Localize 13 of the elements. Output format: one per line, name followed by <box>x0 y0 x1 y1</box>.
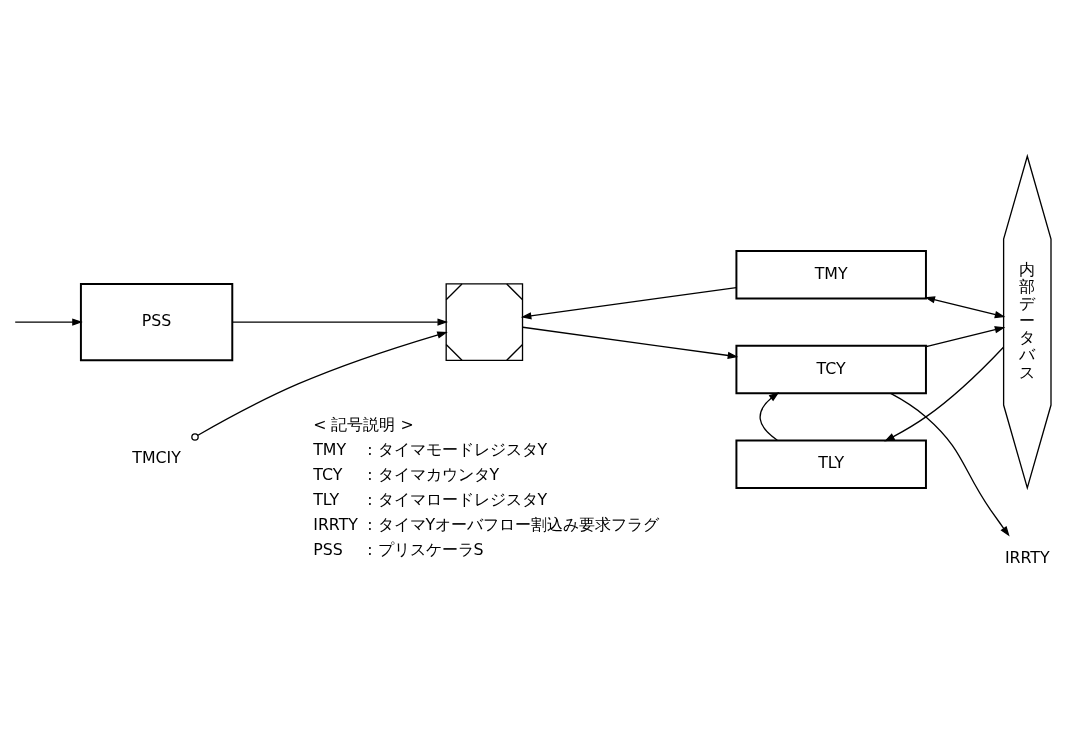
label: : プリスケーラS <box>367 539 484 559</box>
label: < 記号説明 > <box>313 414 414 434</box>
label: TMY <box>313 439 347 459</box>
label: : タイマモードレジスタY <box>367 439 548 459</box>
label: TCY <box>313 464 343 484</box>
label: : タイマカウンタY <box>367 464 500 484</box>
label: : タイマYオーバフロー割込み要求フラグ <box>367 514 660 534</box>
label: : タイマロードレジスタY <box>367 489 548 509</box>
label: TLY <box>313 489 340 509</box>
node-text: IRRTY <box>1004 547 1050 567</box>
node-text: TMCIY <box>132 447 181 467</box>
label: PSS <box>313 539 343 559</box>
label: IRRTY <box>313 514 358 534</box>
